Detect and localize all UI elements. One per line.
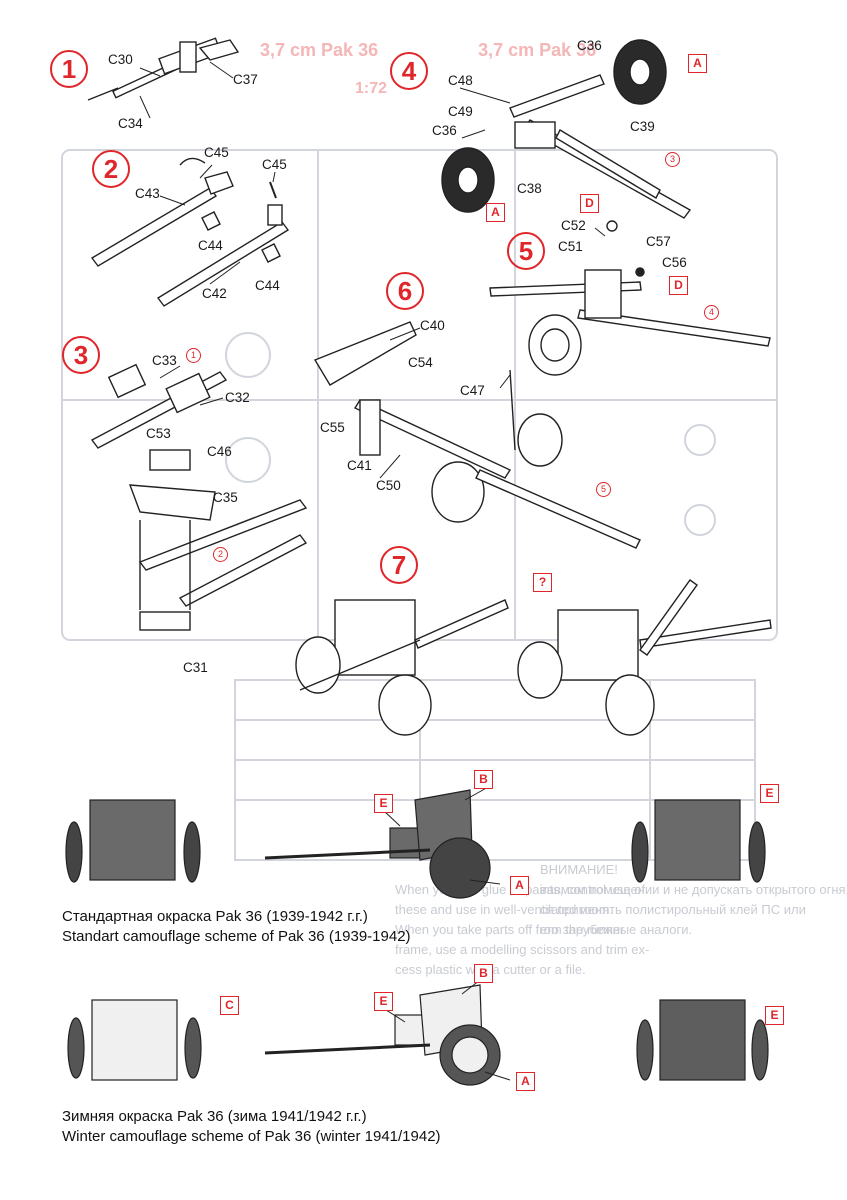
step1-barrel-drawing	[87, 37, 240, 101]
part-label-c35: C35	[213, 490, 238, 505]
standard-scheme-caption-ru: Стандартная окраска Pak 36 (1939-1942 г.…	[62, 908, 368, 925]
part-label-c52: C52	[561, 218, 586, 233]
part-label-c57: C57	[646, 234, 671, 249]
part-label-c37: C37	[233, 72, 258, 87]
step3-carriage-drawing	[90, 363, 308, 631]
sub-reference-3: 3	[665, 152, 680, 167]
part-label-c45b: C45	[262, 157, 287, 172]
sub-reference-1: 1	[186, 348, 201, 363]
ghost-scale-bleed: 1:72	[355, 80, 388, 97]
step-number-7: 7	[380, 546, 418, 584]
color-code-e: E	[765, 1006, 784, 1025]
part-label-c31: C31	[183, 660, 208, 675]
part-label-c55: C55	[320, 420, 345, 435]
part-label-c42: C42	[202, 286, 227, 301]
color-code-a: A	[516, 1072, 535, 1091]
part-label-c56: C56	[662, 255, 687, 270]
part-label-c48: C48	[448, 73, 473, 88]
winter-scheme-caption-en: Winter camouflage scheme of Pak 36 (wint…	[62, 1128, 441, 1145]
part-label-c43: C43	[135, 186, 160, 201]
ghost-text-bleed: ВНИМАНИЕ!вавмом помещении и не допускать…	[540, 862, 847, 937]
part-label-c30: C30	[108, 52, 133, 67]
ghost-title-bleed: 3,7 cm Pak 36 3,7 cm Pak 36	[260, 40, 597, 60]
part-label-c51: C51	[558, 239, 583, 254]
color-code-d: D	[669, 276, 688, 295]
sub-reference-2: 2	[213, 547, 228, 562]
color-code-c: C	[220, 996, 239, 1015]
step-number-4: 4	[390, 52, 428, 90]
part-label-c54: C54	[408, 355, 433, 370]
step5-gun-drawing	[489, 220, 771, 376]
part-label-c53: C53	[146, 426, 171, 441]
optional-marker: ?	[533, 573, 552, 592]
winter-scheme-caption-ru: Зимняя окраска Pak 36 (зима 1941/1942 г.…	[62, 1108, 367, 1125]
standard-scheme-caption-en: Standart camouflage scheme of Pak 36 (19…	[62, 928, 411, 945]
step-number-3: 3	[62, 336, 100, 374]
color-code-b: B	[474, 770, 493, 789]
step6-gun-drawing	[313, 321, 641, 549]
part-label-c49: C49	[448, 104, 473, 119]
color-code-e: E	[374, 992, 393, 1011]
color-code-d: D	[580, 194, 599, 213]
winter-scheme-drawings	[67, 984, 769, 1086]
part-label-c38: C38	[517, 181, 542, 196]
part-label-c36b: C36	[432, 123, 457, 138]
step7-gun-drawings	[295, 579, 772, 736]
part-label-c44a: C44	[198, 238, 223, 253]
part-label-c34: C34	[118, 116, 143, 131]
step4-gun-drawing	[441, 39, 692, 219]
color-code-e: E	[760, 784, 779, 803]
step-number-5: 5	[507, 232, 545, 270]
part-label-c46: C46	[207, 444, 232, 459]
color-code-a: A	[688, 54, 707, 73]
step-number-6: 6	[386, 272, 424, 310]
part-label-c41: C41	[347, 458, 372, 473]
step-number-1: 1	[50, 50, 88, 88]
color-code-a: A	[486, 203, 505, 222]
part-label-c50: C50	[376, 478, 401, 493]
sub-reference-4: 4	[704, 305, 719, 320]
standard-scheme-drawings	[65, 789, 766, 899]
part-label-c36a: C36	[577, 38, 602, 53]
color-code-a: A	[510, 876, 529, 895]
part-label-c47: C47	[460, 383, 485, 398]
color-code-b: B	[474, 964, 493, 983]
part-label-c39: C39	[630, 119, 655, 134]
part-label-c44b: C44	[255, 278, 280, 293]
part-label-c40: C40	[420, 318, 445, 333]
part-label-c45a: C45	[204, 145, 229, 160]
part-label-c32: C32	[225, 390, 250, 405]
color-code-e: E	[374, 794, 393, 813]
part-label-c33: C33	[152, 353, 177, 368]
step2-trail-drawing	[90, 157, 290, 307]
step-number-2: 2	[92, 150, 130, 188]
sub-reference-5: 5	[596, 482, 611, 497]
